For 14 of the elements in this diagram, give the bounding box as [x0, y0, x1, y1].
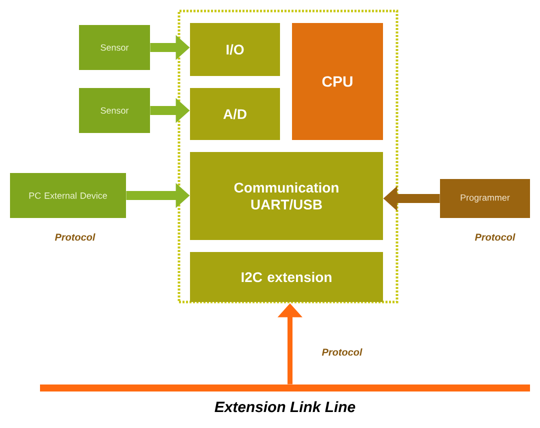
module-box: A/D — [190, 88, 280, 140]
programmer-box: Programmer — [440, 179, 530, 218]
device-box: PC External Device — [10, 173, 126, 218]
module-box: I/O — [190, 23, 280, 76]
module-box: Communication UART/USB — [190, 152, 383, 240]
container-box — [178, 10, 398, 304]
edge-label: Protocol — [474, 232, 516, 242]
sensor-box: Sensor — [79, 88, 150, 133]
module-box: I2C extension — [190, 252, 383, 302]
cpu-box: CPU — [292, 23, 383, 140]
edge-label: Protocol — [320, 347, 364, 357]
link-line: Extension Link Line — [40, 384, 530, 412]
edge-label: Protocol — [54, 232, 96, 242]
sensor-box: Sensor — [79, 25, 150, 70]
